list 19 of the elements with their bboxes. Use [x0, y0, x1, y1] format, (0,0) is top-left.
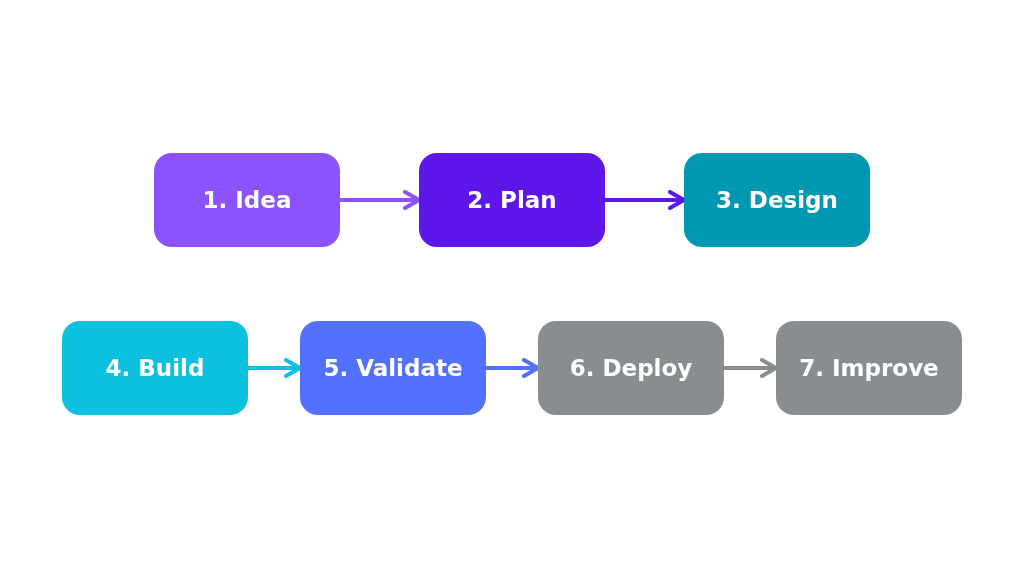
- arrow: [724, 358, 778, 378]
- process-box: [62, 321, 248, 415]
- process-box: [300, 321, 486, 415]
- process-box: [154, 153, 340, 247]
- step-label: 3. Design: [716, 187, 838, 213]
- step-label: 1. Idea: [202, 187, 292, 213]
- arrow: [605, 190, 686, 210]
- arrow: [486, 358, 540, 378]
- step-label: 7. Improve: [799, 355, 939, 381]
- process-box: [776, 321, 962, 415]
- arrow: [340, 190, 421, 210]
- process-box: [419, 153, 605, 247]
- step-label: 5. Validate: [323, 355, 463, 381]
- step-label: 6. Deploy: [569, 355, 693, 381]
- step-label: 4. Build: [105, 355, 205, 381]
- arrow: [248, 358, 302, 378]
- process-box: [684, 153, 870, 247]
- step-label: 2. Plan: [467, 187, 557, 213]
- process-box: [538, 321, 724, 415]
